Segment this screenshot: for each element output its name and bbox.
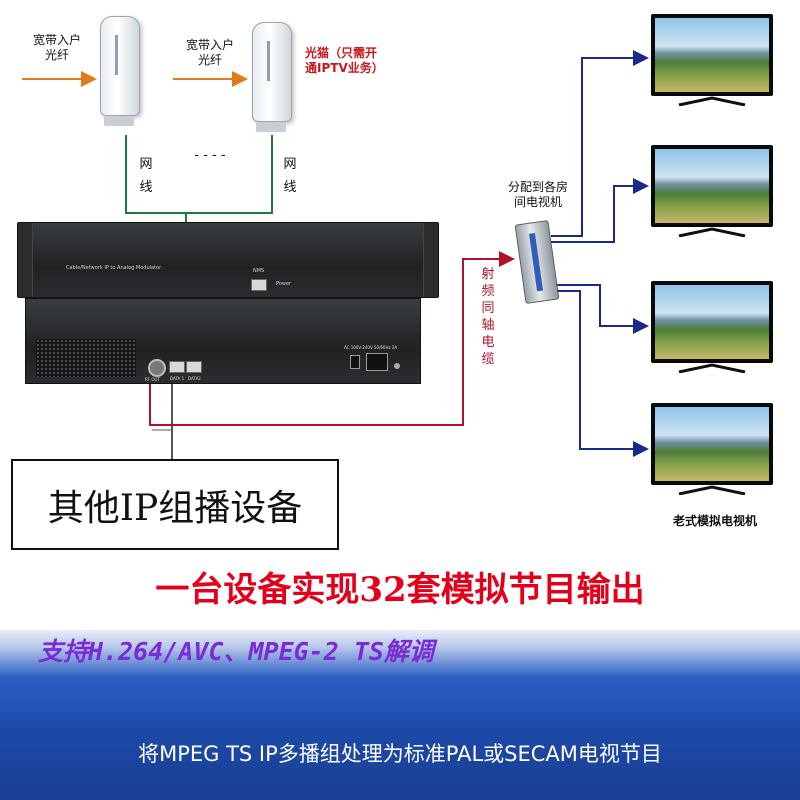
tv-3-stand — [673, 363, 751, 373]
router2-label-line1: 宽带入户 — [175, 38, 245, 53]
tv-3 — [651, 281, 773, 373]
tv-3-screen — [651, 281, 773, 363]
power-socket — [366, 353, 388, 371]
coax-char-5: 电 — [480, 334, 496, 351]
modem-label: 光猫（只需开 通IPTV业务） — [305, 46, 415, 76]
front-rack-ear-left — [18, 223, 33, 297]
tv-4-scene — [655, 407, 769, 481]
rear-vent — [36, 339, 136, 377]
coax-char-1: 射 — [480, 266, 496, 283]
rf-out-connector — [148, 359, 166, 377]
front-rack-ear-right — [423, 223, 438, 297]
front-model-text: Cable/Network IP to Analog Modulator — [66, 265, 161, 271]
router-2 — [252, 22, 292, 122]
tv-4 — [651, 403, 773, 495]
front-nms-label: NMS — [253, 268, 264, 274]
cable-right-label: 网 线 — [282, 156, 298, 196]
cable-right-char1: 网 — [282, 156, 298, 173]
front-power-label: Power — [276, 281, 291, 287]
cable-left-label: 网 线 — [138, 156, 154, 196]
band-subtitle: 将MPEG TS IP多播组处理为标准PAL或SECAM电视节目 — [0, 738, 800, 768]
router1-label: 宽带入户 光纤 — [22, 33, 92, 63]
rear-data1-label: DATA 1 — [170, 376, 184, 381]
device-front-panel: Cable/Network IP to Analog Modulator NMS… — [17, 222, 439, 298]
rear-rf-label: RF OUT — [145, 377, 160, 382]
power-switch — [350, 355, 360, 369]
coax-char-6: 缆 — [480, 351, 496, 368]
rear-data2-label: DATA2 — [188, 376, 201, 381]
tv-2-stand — [673, 227, 751, 237]
rear-data1-port — [169, 361, 185, 373]
tv-1-screen — [651, 14, 773, 96]
tv-2 — [651, 145, 773, 237]
headline: 一台设备实现32套模拟节目输出 — [0, 562, 800, 611]
splitter-stripe — [529, 233, 543, 291]
band-title: 支持H.264/AVC、MPEG-2 TS解调 — [38, 632, 434, 668]
ground-screw — [394, 363, 400, 369]
router1-label-line1: 宽带入户 — [22, 33, 92, 48]
rear-power-spec: AC 100V-240V 50/60Hz 2A — [344, 345, 397, 350]
tv-1-scene — [655, 18, 769, 92]
router2-label: 宽带入户 光纤 — [175, 38, 245, 68]
modem-label-line2: 通IPTV业务） — [305, 61, 415, 76]
tv-1 — [651, 14, 773, 106]
router-1-base — [104, 116, 134, 126]
router2-label-line2: 光纤 — [175, 53, 245, 68]
cable-left-char1: 网 — [138, 156, 154, 173]
dash-separator: - - - - — [180, 148, 240, 163]
router1-label-line2: 光纤 — [22, 48, 92, 63]
router-1 — [100, 16, 140, 116]
tv-2-scene — [655, 149, 769, 223]
device-rear-panel: RF OUT DATA 1 DATA2 AC 100V-240V 50/60Hz… — [25, 298, 421, 384]
router-2-base — [256, 122, 286, 132]
tv-label: 老式模拟电视机 — [655, 514, 775, 529]
splitter-label-line2: 间电视机 — [495, 195, 581, 210]
splitter-label: 分配到各房 间电视机 — [495, 180, 581, 210]
tv-2-screen — [651, 145, 773, 227]
tv-4-stand — [673, 485, 751, 495]
front-nms-port — [251, 279, 267, 291]
tv-3-scene — [655, 285, 769, 359]
rear-data2-port — [186, 361, 202, 373]
cable-right-char2: 线 — [282, 179, 298, 196]
coax-char-2: 频 — [480, 283, 496, 300]
splitter-label-line1: 分配到各房 — [495, 180, 581, 195]
coax-char-4: 轴 — [480, 317, 496, 334]
other-ip-devices-box: 其他IP组播设备 — [11, 459, 339, 550]
cable-left-char2: 线 — [138, 179, 154, 196]
tv-1-stand — [673, 96, 751, 106]
coax-char-3: 同 — [480, 300, 496, 317]
coax-label: 射 频 同 轴 电 缆 — [480, 266, 496, 368]
modem-label-line1: 光猫（只需开 — [305, 46, 415, 61]
tv-4-screen — [651, 403, 773, 485]
